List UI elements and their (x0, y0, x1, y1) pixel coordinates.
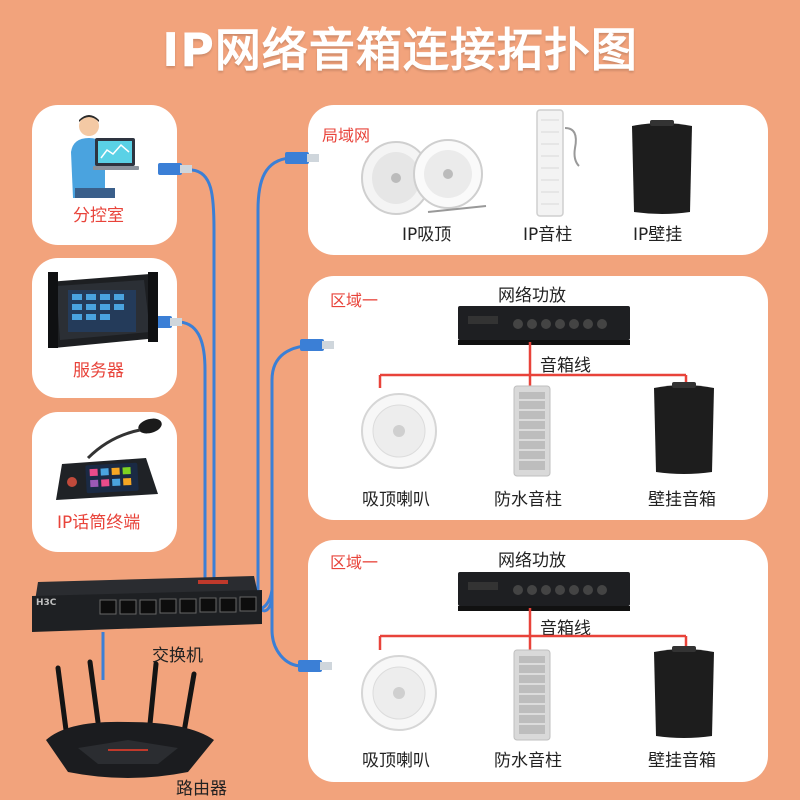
zone-2-label: 区域一 (330, 553, 379, 572)
zone-1-cable-label: 音箱线 (540, 356, 591, 376)
zone-1-item-label: 壁挂音箱 (648, 490, 716, 510)
operator-laptop-icon (71, 115, 139, 198)
column-speaker-icon (536, 109, 580, 217)
ceiling-speaker-icon (361, 655, 437, 731)
network-amplifier-icon (458, 572, 630, 611)
server-label: 服务器 (73, 361, 124, 381)
ceiling-speaker-pair-icon (361, 139, 487, 215)
router-icon (46, 659, 214, 778)
zone-2-amplifier-label: 网络功放 (498, 551, 566, 571)
zone-1-item-label: 吸顶喇叭 (362, 490, 430, 510)
wall-speaker-icon (632, 120, 692, 214)
router-label: 路由器 (176, 779, 227, 799)
server-icon (48, 272, 158, 348)
control-room-label: 分控室 (73, 206, 124, 226)
zone-1-item-label: 防水音柱 (494, 490, 562, 510)
lan-item-label: IP壁挂 (633, 225, 683, 245)
zone-2-item-label: 防水音柱 (494, 751, 562, 771)
waterproof-column-speaker-icon (513, 385, 551, 477)
page-title: IP网络音箱连接拓扑图 (162, 23, 638, 77)
switch-label: 交换机 (152, 646, 203, 666)
wall-speaker-icon (654, 646, 714, 738)
lan-item-label: IP音柱 (523, 225, 573, 245)
cable-plugs (148, 152, 334, 672)
mic-terminal-label: IP话筒终端 (57, 513, 141, 533)
zone-2-item-label: 壁挂音箱 (648, 751, 716, 771)
network-switch-icon (32, 576, 262, 632)
zone-1-amplifier-label: 网络功放 (498, 286, 566, 306)
zone-1-label: 区域一 (330, 291, 379, 310)
lan-item-label: IP吸顶 (402, 225, 452, 245)
zone-2-cable-label: 音箱线 (540, 619, 591, 639)
wall-speaker-icon (654, 382, 714, 474)
lan-zone-label: 局域网 (322, 126, 371, 145)
ceiling-speaker-icon (361, 393, 437, 469)
mic-terminal-icon (56, 418, 162, 500)
switch-brand-label: H3C (36, 598, 57, 608)
zone-2-item-label: 吸顶喇叭 (362, 751, 430, 771)
waterproof-column-speaker-icon (513, 649, 551, 741)
network-amplifier-icon (458, 306, 630, 345)
